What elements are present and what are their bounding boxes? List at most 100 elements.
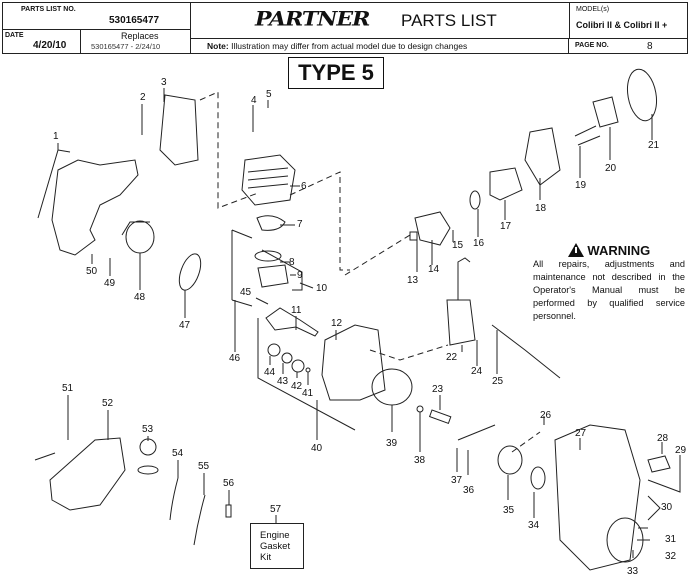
part-wire <box>491 324 561 379</box>
part-washer-38 <box>416 405 424 413</box>
note-label: Note: <box>207 41 229 51</box>
part-pawl <box>457 424 496 441</box>
part-starter-housing <box>554 424 641 571</box>
callout-51: 51 <box>62 383 74 394</box>
part-bearing-43 <box>281 352 293 364</box>
callout-31: 31 <box>665 534 677 545</box>
callout-28: 28 <box>657 433 669 444</box>
callout-9: 9 <box>297 270 303 281</box>
part-bearing-44 <box>267 343 281 357</box>
note-text: Illustration may differ from actual mode… <box>231 41 468 51</box>
callout-48: 48 <box>134 292 146 303</box>
callout-19: 19 <box>575 180 587 191</box>
callout-23: 23 <box>432 384 444 395</box>
part-carburetor <box>489 167 523 201</box>
callout-20: 20 <box>605 163 617 174</box>
part-piston <box>257 264 289 288</box>
callout-44: 44 <box>264 367 276 378</box>
callout-12: 12 <box>331 318 343 329</box>
callout-52: 52 <box>102 398 114 409</box>
part-air-filter <box>592 96 619 128</box>
part-ignition-coil <box>446 299 476 346</box>
warning-notice: WARNING All repairs, adjustments and mai… <box>533 243 685 323</box>
part-cylinder-gasket <box>256 215 286 231</box>
callout-46: 46 <box>229 353 241 364</box>
part-filter-cover <box>626 68 658 122</box>
date-label: DATE <box>5 32 24 39</box>
callout-3: 3 <box>161 77 167 88</box>
warning-title: WARNING <box>587 243 651 258</box>
date-cell: DATE 4/20/10 <box>3 30 81 53</box>
callout-26: 26 <box>540 410 552 421</box>
callout-21: 21 <box>648 140 660 151</box>
callout-50: 50 <box>86 266 98 277</box>
callout-14: 14 <box>428 264 440 275</box>
callout-49: 49 <box>104 278 116 289</box>
part-filter-base <box>524 127 561 186</box>
part-pulley <box>497 445 523 475</box>
part-muffler <box>125 220 155 254</box>
engine-gasket-kit-box: Engine Gasket Kit <box>250 523 304 569</box>
model-cell: MODEL(s) Colibri II & Colibri II + <box>569 3 687 39</box>
part-starter-handle <box>647 455 671 473</box>
callout-6: 6 <box>301 181 307 192</box>
part-piston-ring <box>254 250 282 262</box>
part-o-ring <box>178 253 202 291</box>
callout-45: 45 <box>240 287 252 298</box>
callout-30: 30 <box>661 502 673 513</box>
callout-18: 18 <box>535 203 547 214</box>
page-label: PAGE NO. <box>575 42 609 49</box>
callout-17: 17 <box>500 221 512 232</box>
part-fuel-cap <box>139 438 157 456</box>
warning-triangle-icon <box>567 243 584 257</box>
callout-29: 29 <box>675 445 687 456</box>
callout-35: 35 <box>503 505 515 516</box>
parts-list-no-label: PARTS LIST NO. <box>21 6 76 13</box>
callout-55: 55 <box>198 461 210 472</box>
callout-2: 2 <box>140 92 146 103</box>
callout-40: 40 <box>311 443 323 454</box>
callout-39: 39 <box>386 438 398 449</box>
callout-57: 57 <box>270 504 282 515</box>
page-cell: PAGE NO. 8 <box>569 39 687 53</box>
type-label: TYPE 5 <box>288 57 384 89</box>
callout-37: 37 <box>451 475 463 486</box>
callout-10: 10 <box>316 283 328 294</box>
kit-line-3: Kit <box>260 552 272 563</box>
callout-22: 22 <box>446 352 458 363</box>
document-title: PARTS LIST <box>401 11 497 30</box>
model-label: MODEL(s) <box>576 6 610 13</box>
callout-15: 15 <box>452 240 464 251</box>
callout-53: 53 <box>142 424 154 435</box>
callout-42: 42 <box>291 381 303 392</box>
callout-16: 16 <box>473 238 485 249</box>
part-engine-cover <box>51 159 139 256</box>
callout-24: 24 <box>471 366 483 377</box>
part-spring <box>530 466 546 490</box>
part-seal-42 <box>291 359 305 373</box>
callout-47: 47 <box>179 320 191 331</box>
callout-38: 38 <box>414 455 426 466</box>
callout-25: 25 <box>492 376 504 387</box>
parts-list-no-cell: PARTS LIST NO. 530165477 <box>3 3 191 30</box>
callout-7: 7 <box>297 219 303 230</box>
date-value: 4/20/10 <box>33 40 67 51</box>
callout-27: 27 <box>575 428 587 439</box>
part-spacer <box>469 190 481 210</box>
part-cylinder <box>241 154 296 206</box>
model-value: Colibri II & Colibri II + <box>576 20 668 30</box>
callout-54: 54 <box>172 448 184 459</box>
note-cell: Note: Illustration may differ from actua… <box>191 39 569 53</box>
callout-5: 5 <box>266 89 272 100</box>
callout-36: 36 <box>463 485 475 496</box>
parts-list-no-value: 530165477 <box>109 15 160 26</box>
part-fuel-line-54 <box>169 477 179 521</box>
part-clip-41 <box>305 367 311 373</box>
callout-34: 34 <box>528 520 540 531</box>
replaces-cell: Replaces 530165477 - 2/24/10 <box>81 30 191 53</box>
callout-32: 32 <box>665 551 677 562</box>
part-crankshaft <box>265 307 319 337</box>
callout-11: 11 <box>291 305 302 316</box>
replaces-value: 530165477 - 2/24/10 <box>91 42 161 51</box>
